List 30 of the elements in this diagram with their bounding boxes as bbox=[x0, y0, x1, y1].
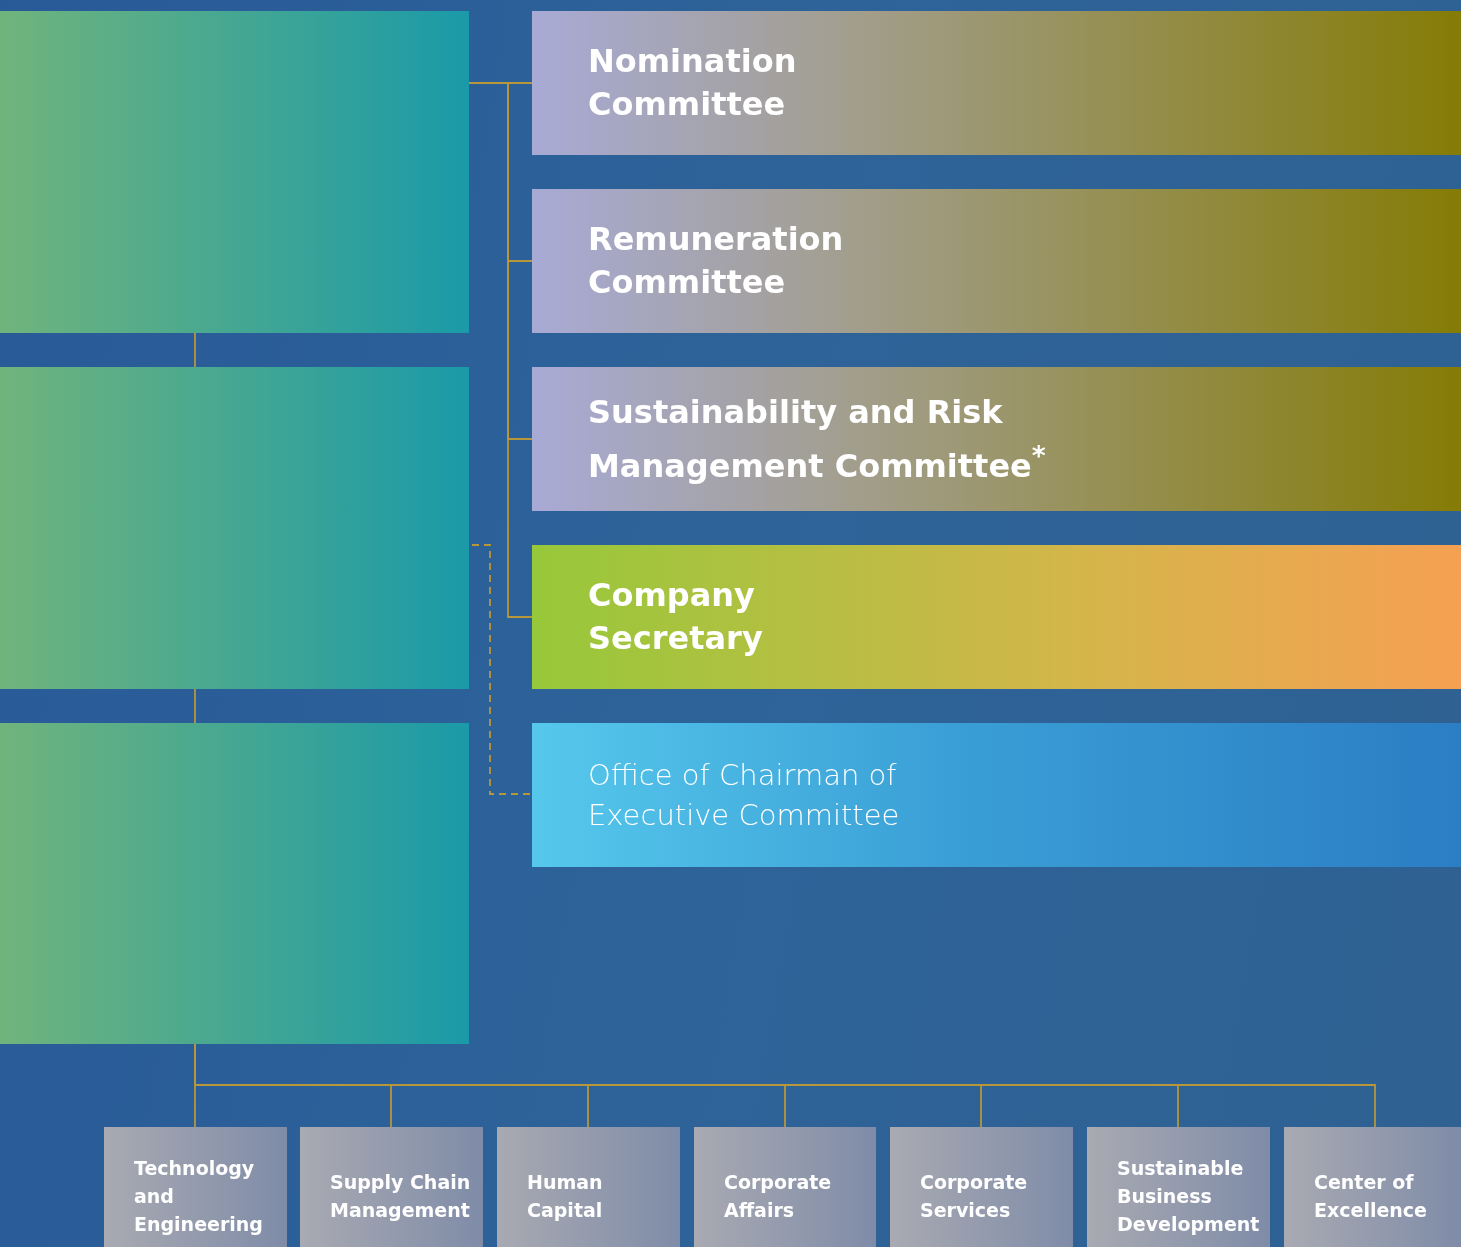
department-box bbox=[694, 1127, 876, 1247]
unit-name: Nomination Committee bbox=[588, 41, 798, 125]
department-name: Human Capital bbox=[527, 1170, 604, 1223]
connector-line bbox=[194, 332, 196, 368]
committee-bar bbox=[532, 11, 1461, 155]
department-name: Corporate Affairs bbox=[724, 1170, 833, 1223]
department-name: Center of Excellence bbox=[1314, 1170, 1428, 1223]
unit-name: Company Secretary bbox=[588, 575, 764, 659]
secretary-bar bbox=[532, 545, 1461, 689]
department-box bbox=[104, 1127, 287, 1247]
department-box bbox=[497, 1127, 680, 1247]
connector-line bbox=[194, 688, 196, 724]
department-box bbox=[890, 1127, 1073, 1247]
org-box bbox=[0, 723, 469, 1044]
unit-name: Office of Chairman of Executive Committee bbox=[588, 757, 901, 834]
committee-bar bbox=[532, 367, 1461, 511]
dashed-connector bbox=[471, 544, 533, 795]
department-name: Corporate Services bbox=[920, 1170, 1029, 1223]
department-box bbox=[1284, 1127, 1461, 1247]
department-box bbox=[1087, 1127, 1270, 1247]
department-box bbox=[300, 1127, 483, 1247]
unit-name: Remuneration Committee bbox=[588, 219, 845, 303]
unit-name: Sustainability and Risk Management Committee$^{*}$ bbox=[588, 391, 1047, 487]
org-box bbox=[0, 11, 469, 333]
committee-bar bbox=[532, 189, 1461, 333]
org-box bbox=[0, 367, 469, 689]
department-name: Technology and Engineering bbox=[134, 1156, 264, 1237]
department-name: Supply Chain Management bbox=[330, 1170, 472, 1223]
department-name: Sustainable Business Development bbox=[1117, 1156, 1260, 1237]
office-bar bbox=[532, 723, 1461, 867]
